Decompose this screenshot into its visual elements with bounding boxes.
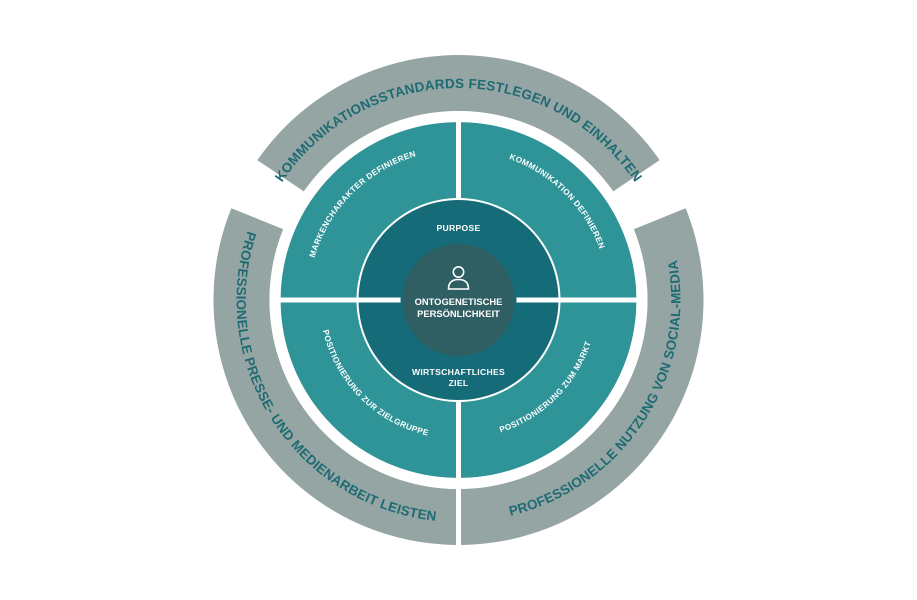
quadrant-bottom-left bbox=[280, 300, 459, 478]
outer-ring bbox=[213, 55, 704, 546]
dividers bbox=[251, 111, 666, 547]
outer-segment-right bbox=[458, 208, 704, 546]
inner-label-purpose: PURPOSE bbox=[436, 223, 480, 233]
ring-gap bbox=[269, 111, 648, 489]
divider-outer-right bbox=[611, 158, 666, 199]
divider-outer-left bbox=[251, 158, 306, 199]
inner-label-ziel: ZIEL bbox=[449, 378, 469, 388]
outer-segment-top bbox=[255, 55, 662, 195]
core-label-line2: PERSÖNLICHKEIT bbox=[417, 308, 500, 319]
outer-segment-left bbox=[213, 208, 459, 546]
quadrant-top-right bbox=[458, 122, 637, 300]
core-label-line1: ONTOGENETISCHE bbox=[415, 296, 503, 307]
quadrant-top-left bbox=[280, 122, 459, 300]
inner-label-wirtschaftliches: WIRTSCHAFTLICHES bbox=[412, 367, 505, 377]
quadrant-ring bbox=[280, 122, 637, 478]
person-icon bbox=[447, 265, 470, 290]
core-circle bbox=[400, 242, 517, 358]
quadrant-bottom-right bbox=[458, 300, 637, 478]
